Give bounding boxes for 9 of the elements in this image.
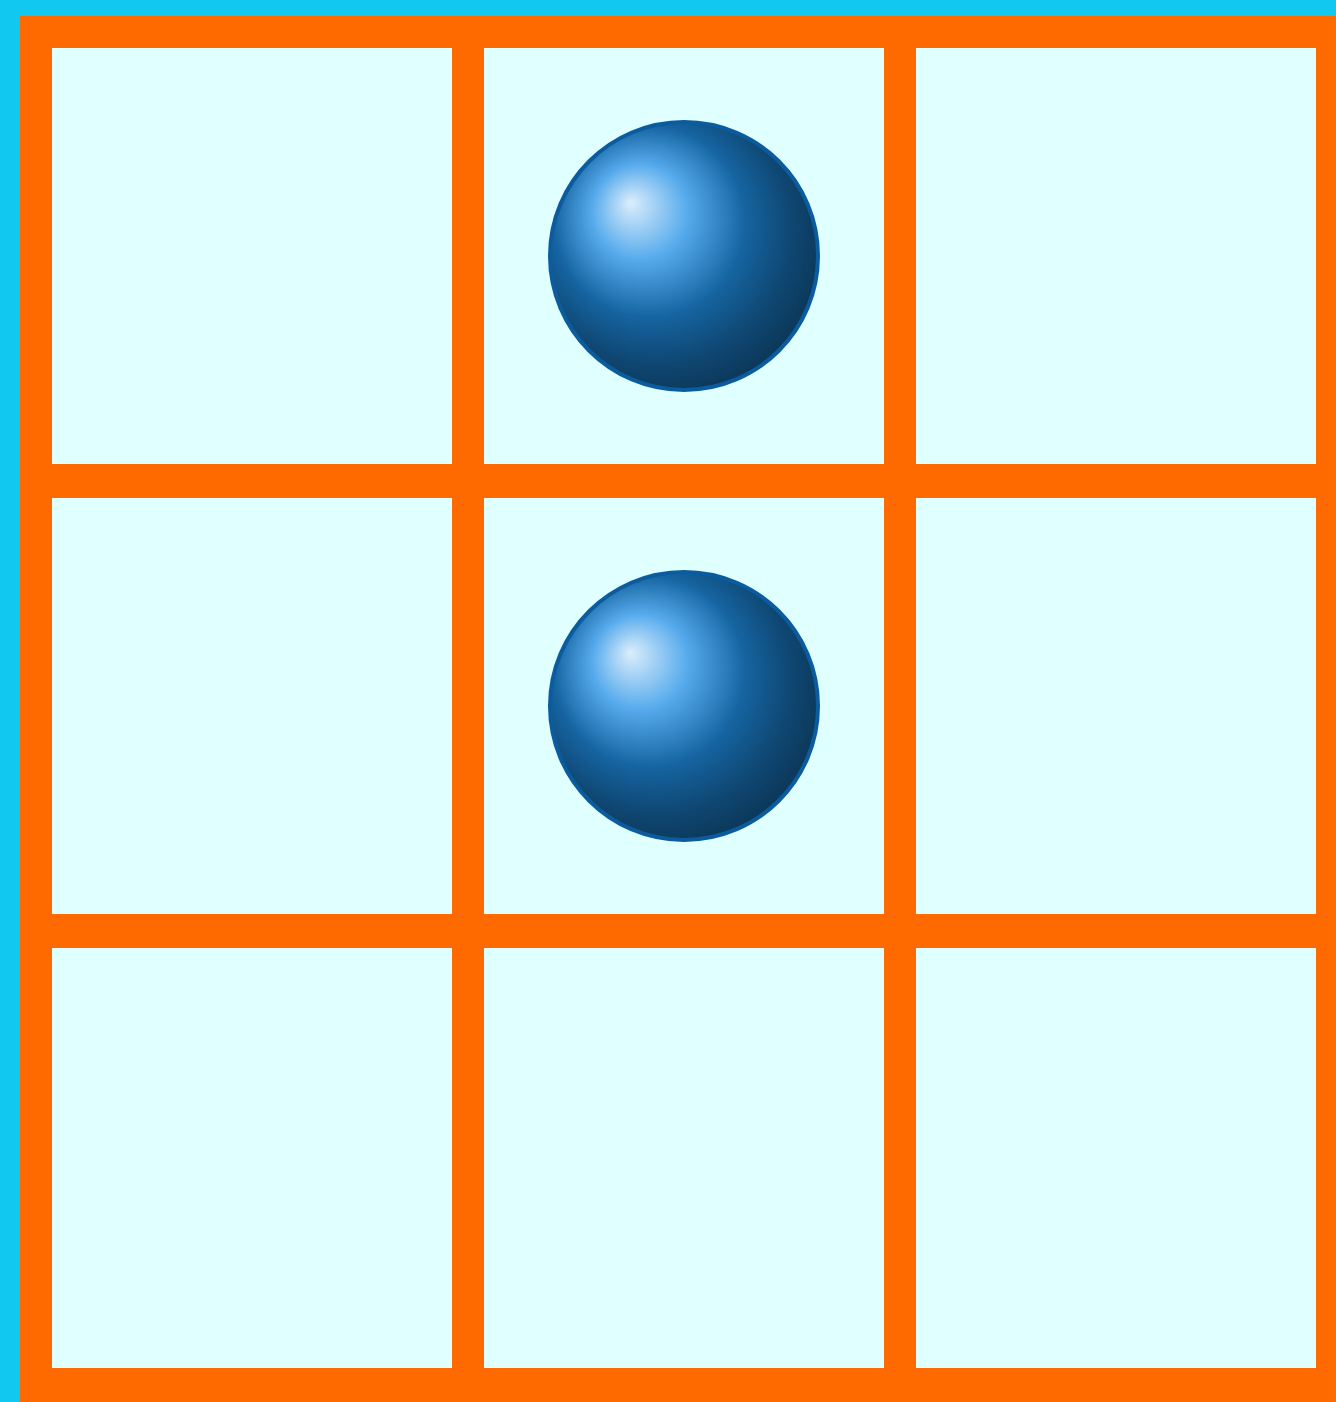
ball — [548, 570, 820, 842]
grid-cell — [916, 498, 1316, 914]
grid-cell — [52, 48, 452, 464]
grid-cell — [916, 48, 1316, 464]
ball — [548, 120, 820, 392]
grid-cell — [484, 948, 884, 1368]
grid-cell — [52, 498, 452, 914]
grid-cell — [52, 948, 452, 1368]
grid-cell — [916, 948, 1316, 1368]
